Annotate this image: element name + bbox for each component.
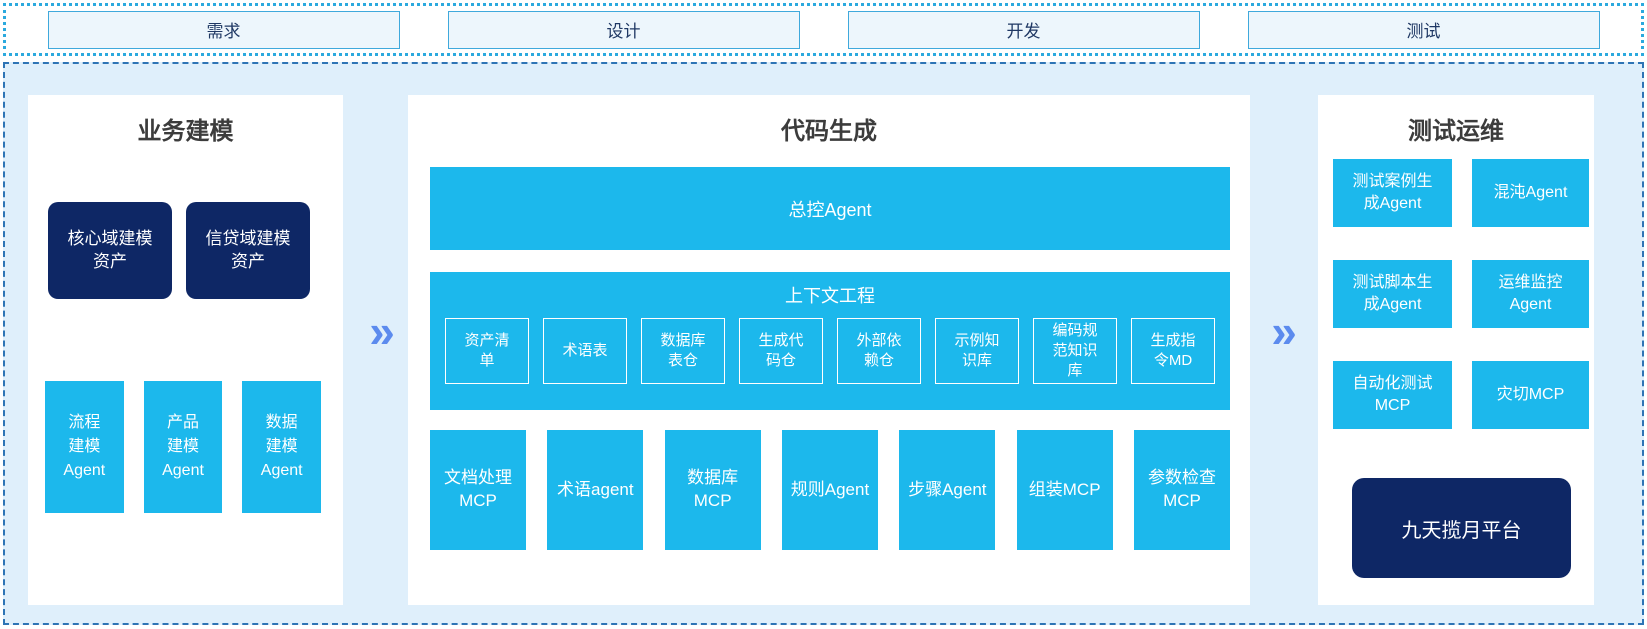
tool-box-step-agent: 步骤Agent <box>899 430 996 550</box>
code-generation-title: 代码生成 <box>781 118 877 145</box>
platform-box-jiutian-lanyue: 九天揽月平台 <box>1352 478 1571 578</box>
context-item-external-deps-repo: 外部依赖仓 <box>837 318 921 384</box>
box-ops-monitor-agent: 运维监控Agent <box>1472 260 1589 328</box>
test-ops-grid: 测试案例生成Agent 混沌Agent 测试脚本生成Agent 运维监控Agen… <box>1333 159 1589 429</box>
tool-box-assembly-mcp: 组装MCP <box>1016 430 1113 550</box>
box-auto-test-mcp: 自动化测试MCP <box>1333 361 1452 429</box>
tool-box-terminology-agent: 术语agent <box>547 430 644 550</box>
panel-code-generation: 代码生成 总控Agent 上下文工程 资产清单 术语表 数据库表仓 生成代码仓 … <box>408 95 1250 605</box>
box-test-case-gen-agent: 测试案例生成Agent <box>1333 159 1452 227</box>
context-item-coding-standards-kb: 编码规范知识库 <box>1033 318 1117 384</box>
tool-box-rule-agent: 规则Agent <box>781 430 878 550</box>
context-item-asset-list: 资产清单 <box>445 318 529 384</box>
context-item-row: 资产清单 术语表 数据库表仓 生成代码仓 外部依赖仓 示例知识库 编码规范知识库… <box>445 318 1215 384</box>
modeling-asset-row: 核心域建模资产 信贷域建模资产 <box>48 202 310 299</box>
phase-testing: 测试 <box>1247 10 1600 49</box>
test-ops-title: 测试运维 <box>1408 118 1504 145</box>
phase-development: 开发 <box>847 10 1200 49</box>
agent-box-process-modeling: 流程建模Agent <box>45 381 124 513</box>
box-chaos-agent: 混沌Agent <box>1472 159 1589 227</box>
context-item-gen-instruction-md: 生成指令MD <box>1131 318 1215 384</box>
codegen-tools-row: 文档处理MCP 术语agent 数据库MCP 规则Agent 步骤Agent 组… <box>430 430 1230 550</box>
modeling-agent-row: 流程建模Agent 产品建模Agent 数据建模Agent <box>45 381 322 513</box>
tool-box-database-mcp: 数据库MCP <box>664 430 761 550</box>
context-item-example-kb: 示例知识库 <box>935 318 1019 384</box>
asset-box-core-domain: 核心域建模资产 <box>48 202 172 299</box>
tool-box-doc-processing-mcp: 文档处理MCP <box>430 430 526 550</box>
agent-box-data-modeling: 数据建模Agent <box>242 381 322 513</box>
asset-box-credit-domain: 信贷域建模资产 <box>186 202 310 299</box>
agent-box-product-modeling: 产品建模Agent <box>143 381 223 513</box>
box-test-script-gen-agent: 测试脚本生成Agent <box>1333 260 1452 328</box>
phase-strip: 需求 设计 开发 测试 <box>3 3 1644 56</box>
context-engineering-box: 上下文工程 资产清单 术语表 数据库表仓 生成代码仓 外部依赖仓 示例知识库 编… <box>430 272 1230 410</box>
double-chevron-icon: » <box>369 305 395 357</box>
master-agent-bar: 总控Agent <box>430 167 1230 250</box>
panel-business-modeling: 业务建模 核心域建模资产 信贷域建模资产 流程建模Agent 产品建模Agent… <box>28 95 343 605</box>
double-chevron-icon: » <box>1271 305 1297 357</box>
phase-requirements: 需求 <box>47 10 400 49</box>
context-item-db-table-repo: 数据库表仓 <box>641 318 725 384</box>
context-engineering-label: 上下文工程 <box>785 286 875 306</box>
business-modeling-title: 业务建模 <box>137 118 234 145</box>
context-item-glossary: 术语表 <box>543 318 627 384</box>
phase-design: 设计 <box>447 10 800 49</box>
context-item-generated-code-repo: 生成代码仓 <box>739 318 823 384</box>
tool-box-param-check-mcp: 参数检查MCP <box>1133 430 1230 550</box>
box-disaster-switch-mcp: 灾切MCP <box>1472 361 1589 429</box>
panel-test-ops: 测试运维 测试案例生成Agent 混沌Agent 测试脚本生成Agent 运维监… <box>1318 95 1594 605</box>
